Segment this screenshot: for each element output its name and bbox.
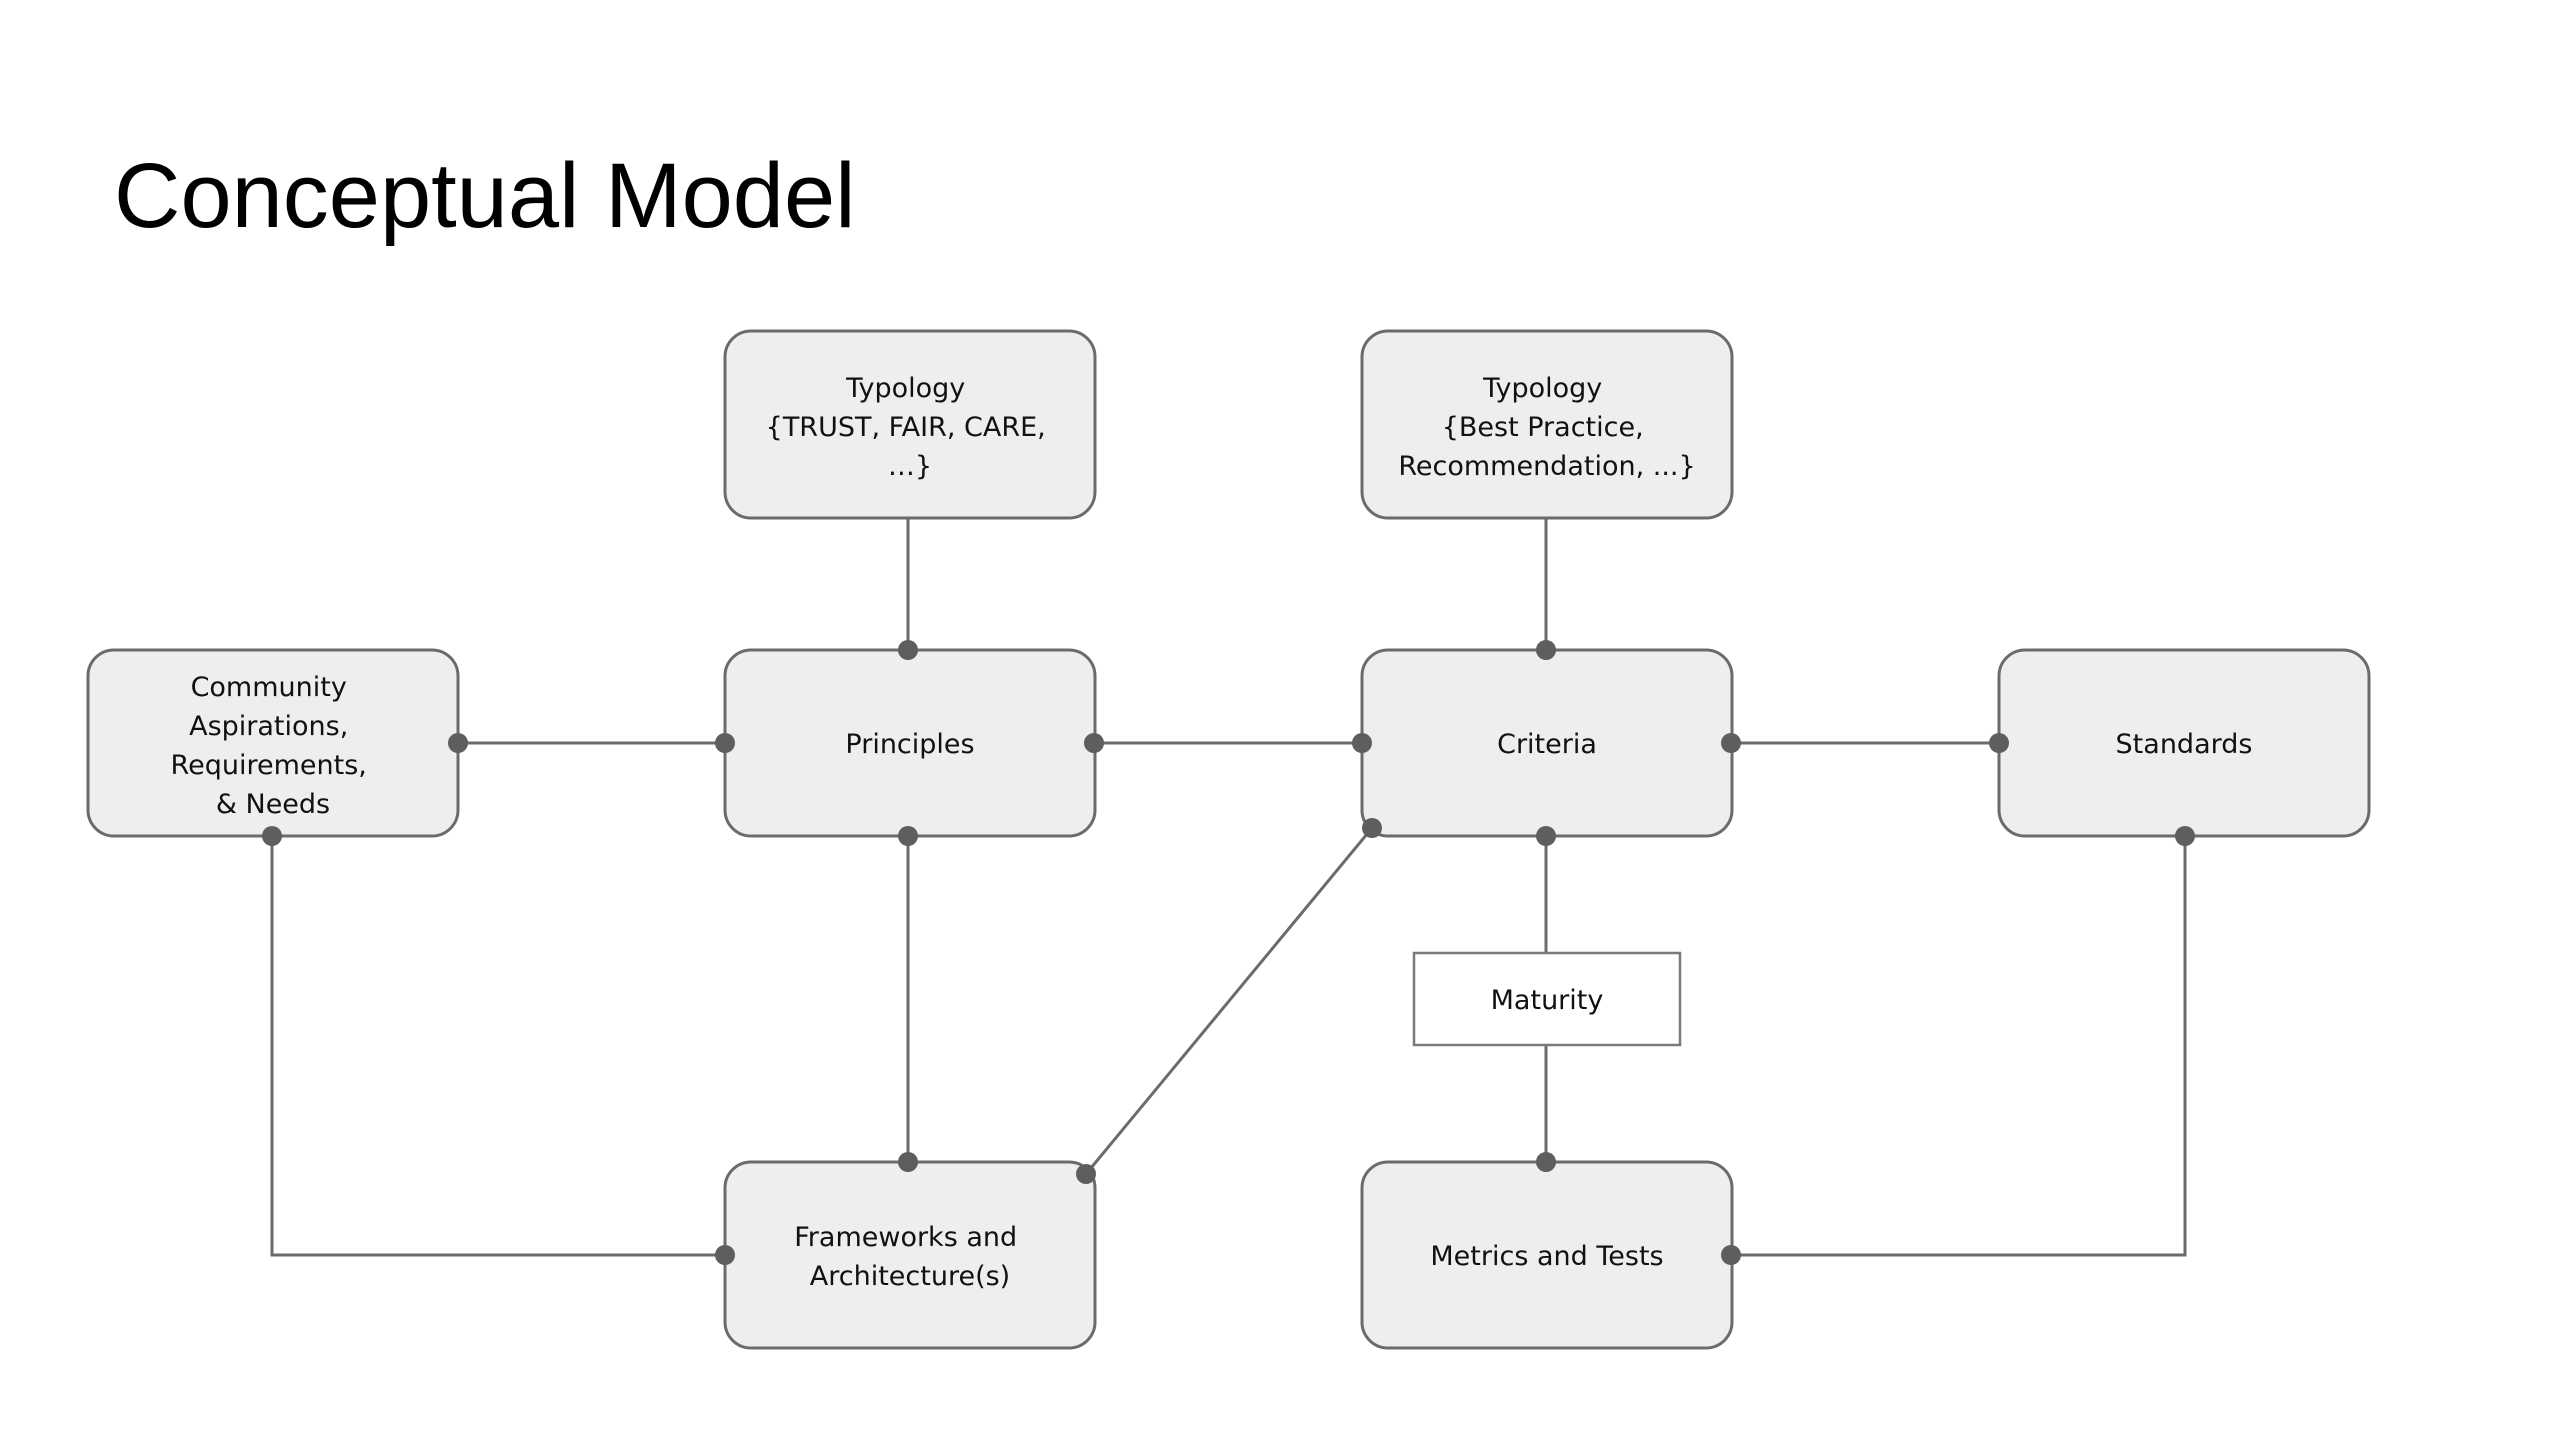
connection-point <box>898 640 918 660</box>
connection-points <box>262 640 2195 1265</box>
connection-point <box>1989 733 2009 753</box>
maturity-box <box>1412 951 1682 1047</box>
typology-criteria-box <box>1360 329 1734 520</box>
node-typology-criteria: Typology {Best Practice, Recommendation,… <box>1360 329 1734 520</box>
connection-point <box>898 1152 918 1172</box>
connection-point <box>715 733 735 753</box>
metrics-label: Metrics and Tests <box>1430 1241 1663 1272</box>
connection-point <box>1076 1164 1096 1184</box>
node-maturity: Maturity <box>1412 951 1682 1047</box>
connection-point <box>1721 1245 1741 1265</box>
frameworks-label: Frameworks and Architecture(s) <box>794 1222 1026 1292</box>
node-community: Community Aspirations, Requirements, & N… <box>86 648 460 838</box>
typology-principles-label: Typology {TRUST, FAIR, CARE, …} <box>766 373 1055 482</box>
criteria-label: Criteria <box>1497 729 1597 760</box>
connector-standards-metrics <box>1731 836 2187 1257</box>
connector-criteria-frameworks <box>1084 827 1374 1175</box>
maturity-label: Maturity <box>1491 985 1604 1016</box>
typology-criteria-label: Typology {Best Practice, Recommendation,… <box>1398 373 1695 482</box>
connection-point <box>1536 640 1556 660</box>
node-typology-principles: Typology {TRUST, FAIR, CARE, …} <box>723 329 1097 520</box>
connection-point <box>262 826 282 846</box>
connectors <box>270 518 2187 1257</box>
community-label: Community Aspirations, Requirements, & N… <box>171 672 376 820</box>
node-criteria: Criteria <box>1360 648 1734 838</box>
connector-community-frameworks <box>270 836 725 1257</box>
connection-point <box>1536 826 1556 846</box>
frameworks-box <box>723 1160 1097 1350</box>
connection-point <box>1352 733 1372 753</box>
principles-label: Principles <box>845 729 974 760</box>
node-standards: Standards <box>1997 648 2371 838</box>
connection-point <box>1536 1152 1556 1172</box>
node-principles: Principles <box>723 648 1097 838</box>
connection-point <box>1362 818 1382 838</box>
connection-point <box>1084 733 1104 753</box>
connection-point <box>715 1245 735 1265</box>
node-metrics: Metrics and Tests <box>1360 1160 1734 1350</box>
node-frameworks: Frameworks and Architecture(s) <box>723 1160 1097 1350</box>
connection-point <box>1721 733 1741 753</box>
standards-label: Standards <box>2116 729 2253 760</box>
connection-point <box>898 826 918 846</box>
slide-title: Conceptual Model <box>114 145 856 247</box>
connection-point <box>448 733 468 753</box>
typology-principles-box <box>723 329 1097 520</box>
connection-point <box>2175 826 2195 846</box>
